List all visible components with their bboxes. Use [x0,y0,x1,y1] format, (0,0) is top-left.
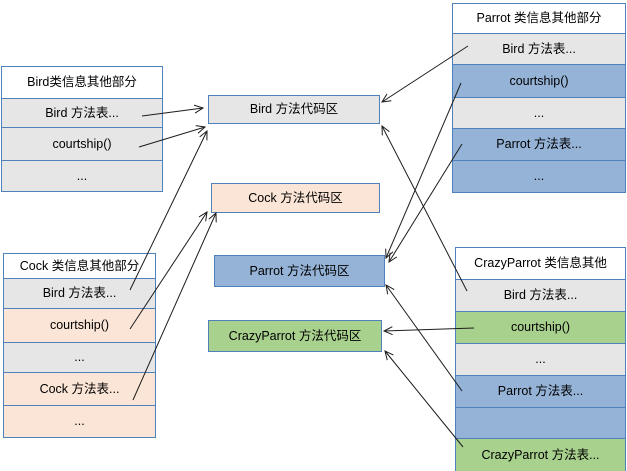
arrow-crazyparrot-class-parrot-method-table-to-parrot-code [385,284,463,392]
cock-class-header: Cock 类信息其他部分 [4,254,155,278]
bird-class-row-courtship: courtship() [2,127,162,160]
parrot-class-row-ellipsis: ... [453,97,625,128]
crazyparrot-class-row-parrot-method-table: Parrot 方法表... [456,375,625,407]
crazyparrot-class-row-bird-method-table: Bird 方法表... [456,279,625,311]
parrot-code-area-box: Parrot 方法代码区 [214,255,385,287]
parrot-class-row-parrot-method-table: Parrot 方法表... [453,128,625,160]
bird-code-area-box: Bird 方法代码区 [208,95,380,124]
cock-class-box: Cock 类信息其他部分 Bird 方法表... courtship() ...… [3,253,156,438]
bird-class-box: Bird类信息其他部分 Bird 方法表... courtship() ... [1,66,163,192]
cock-class-row-ellipsis-2: ... [4,405,155,437]
crazyparrot-class-box: CrazyParrot 类信息其他 Bird 方法表... courtship(… [455,247,626,471]
crazyparrot-class-row-empty [456,407,625,438]
crazyparrot-code-area-box: CrazyParrot 方法代码区 [208,320,382,352]
crazyparrot-class-row-crazyparrot-method-table: CrazyParrot 方法表... [456,438,625,471]
parrot-class-box: Parrot 类信息其他部分 Bird 方法表... courtship() .… [452,3,626,193]
cock-class-row-cock-method-table: Cock 方法表... [4,372,155,405]
crazyparrot-class-row-courtship: courtship() [456,311,625,343]
arrow-crazyparrot-class-crazyparrot-method-table-to-crazyparrot-code [384,350,464,448]
cock-code-area-box: Cock 方法代码区 [211,183,380,213]
cock-class-row-bird-method-table: Bird 方法表... [4,278,155,308]
arrow-parrot-class-courtship-to-parrot-code [385,82,462,260]
bird-class-header: Bird类信息其他部分 [2,67,162,98]
bird-class-row-ellipsis: ... [2,160,162,191]
parrot-class-row-ellipsis-2: ... [453,160,625,192]
crazyparrot-class-header: CrazyParrot 类信息其他 [456,248,625,279]
crazyparrot-class-row-ellipsis: ... [456,343,625,375]
cock-class-row-courtship: courtship() [4,308,155,342]
parrot-class-header: Parrot 类信息其他部分 [453,4,625,33]
parrot-class-row-courtship: courtship() [453,64,625,97]
cock-class-row-ellipsis: ... [4,342,155,372]
bird-class-row-bird-method-table: Bird 方法表... [2,98,162,127]
parrot-class-row-bird-method-table: Bird 方法表... [453,33,625,64]
